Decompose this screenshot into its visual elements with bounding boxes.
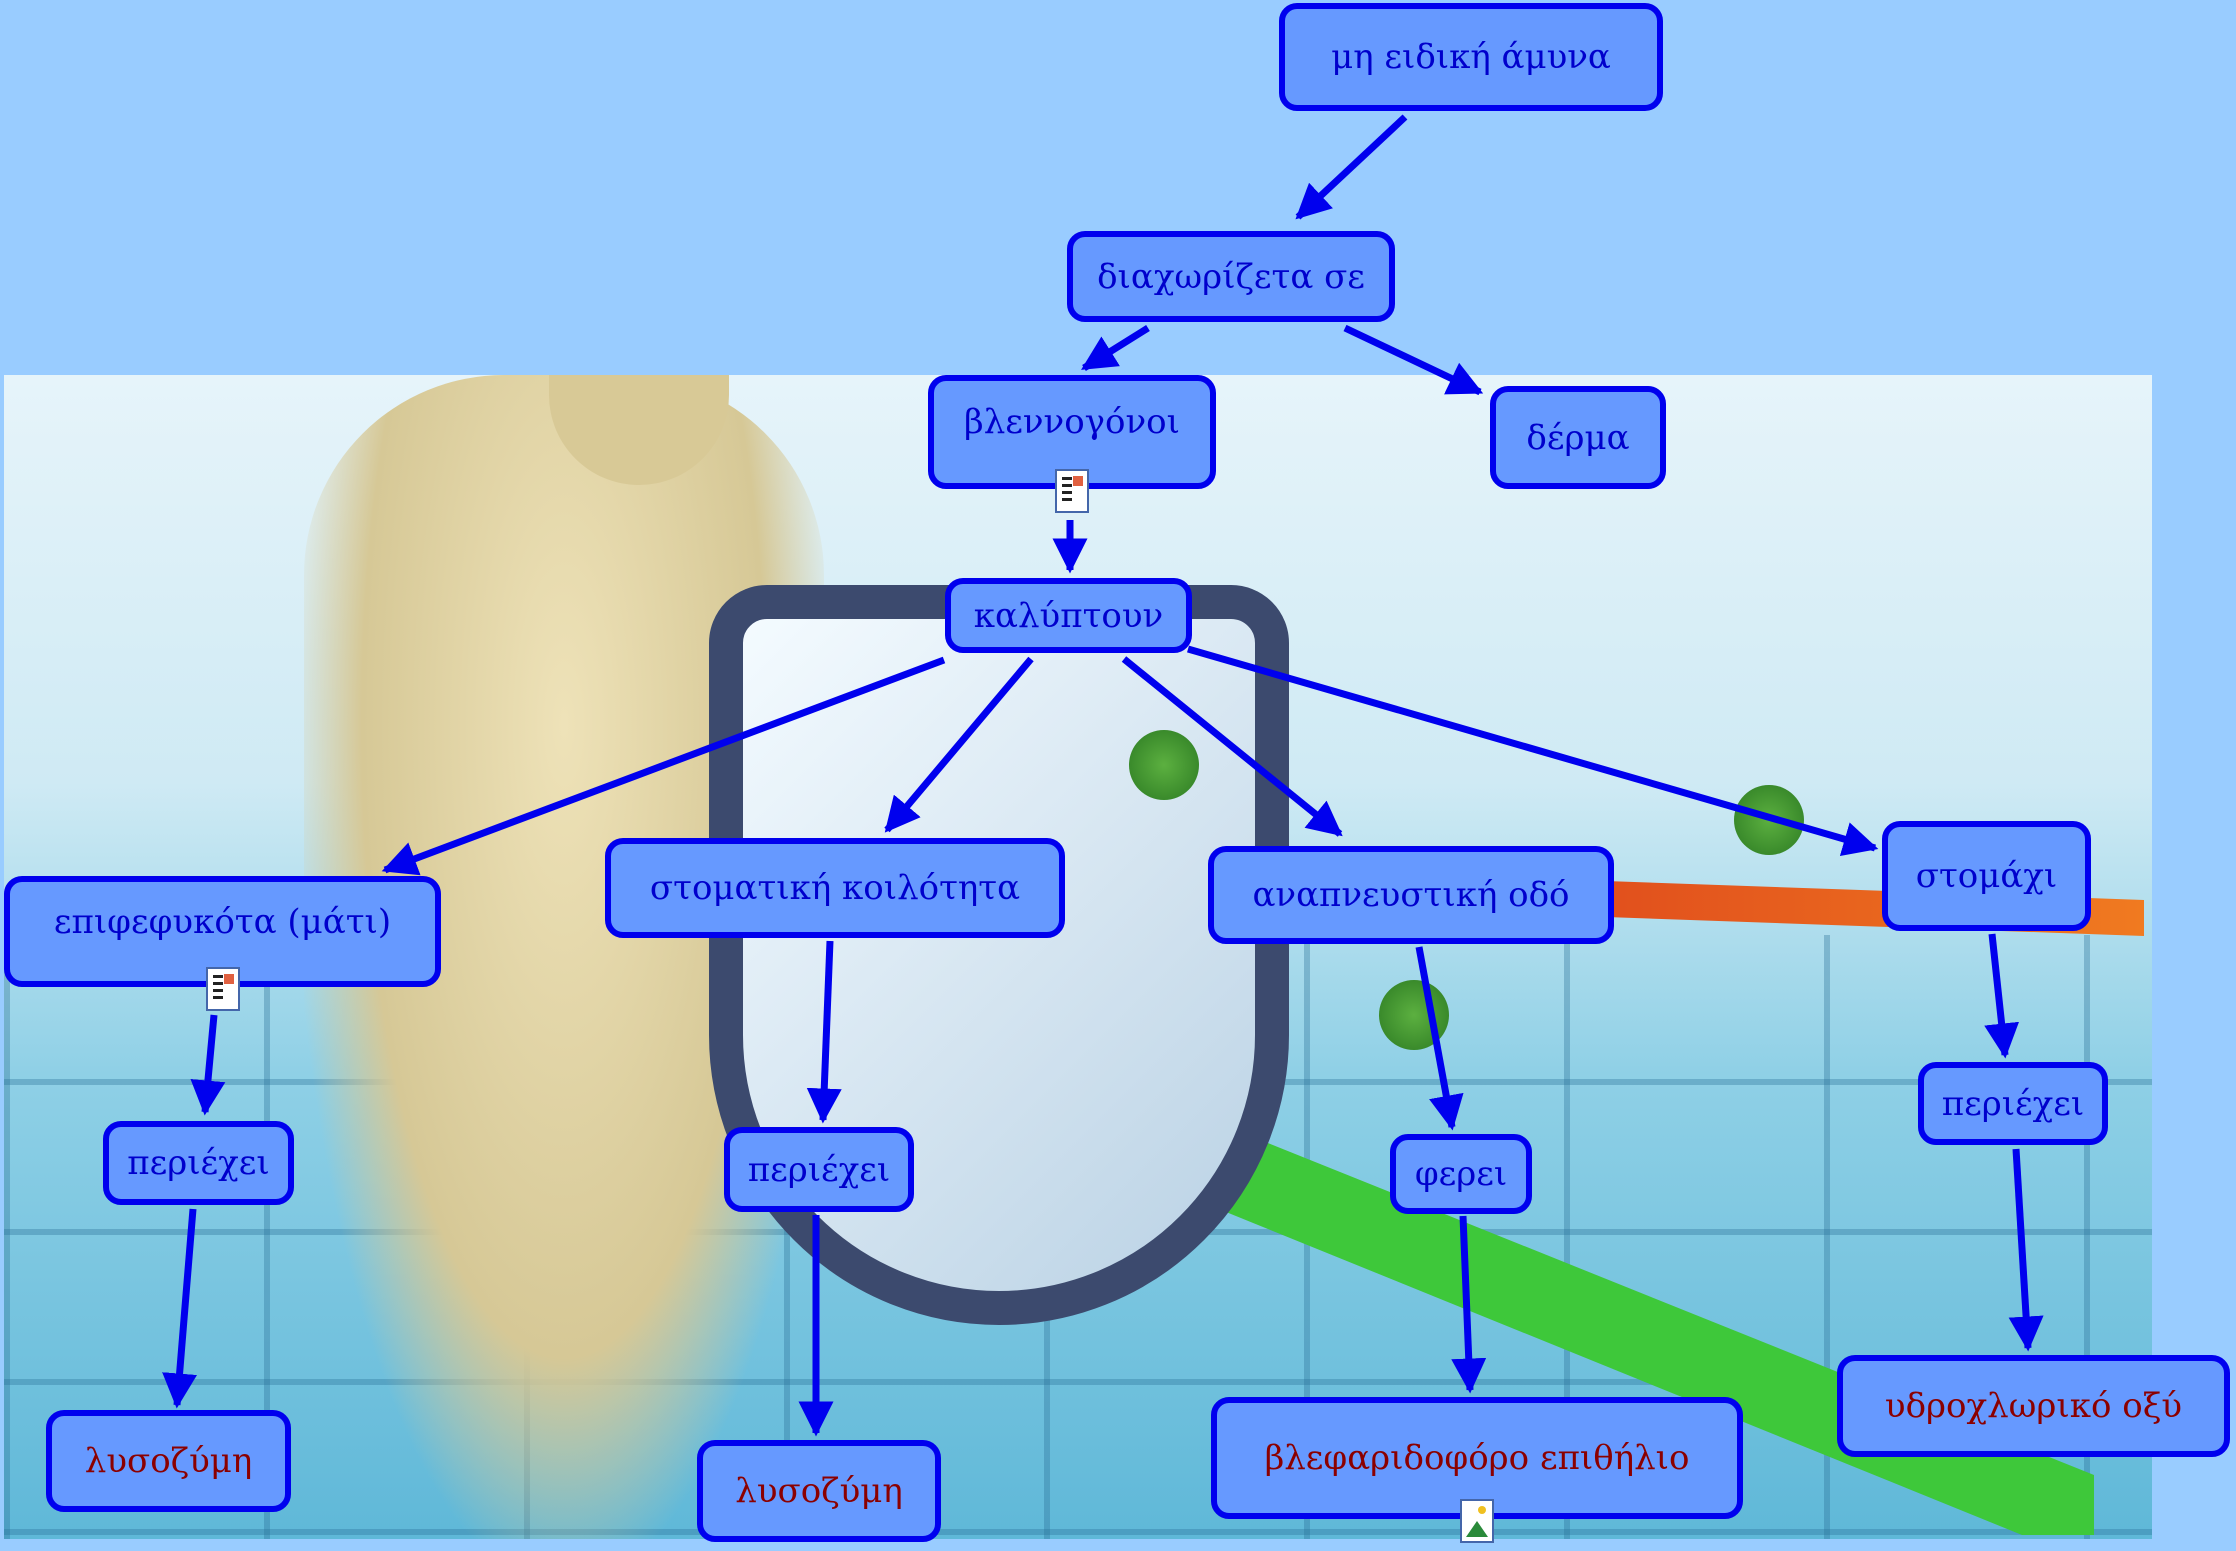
link-label: περιέχει xyxy=(1941,1083,2085,1124)
concept-lysozyme[interactable]: λυσοζύμη xyxy=(46,1410,291,1512)
concept-label: λυσοζύμη xyxy=(735,1471,903,1511)
concept-label: λυσοζύμη xyxy=(84,1441,253,1481)
concept-label: βλεφαριδοφόρο επιθήλιο xyxy=(1264,1438,1690,1478)
link-contains[interactable]: περιέχει xyxy=(103,1121,294,1205)
link-label: περιέχει xyxy=(747,1149,891,1190)
edge-contains-lysozyme xyxy=(162,1208,198,1409)
edge-cover-stomach xyxy=(1187,645,1879,857)
concept-hydrochloric-acid[interactable]: υδροχλωρικό οξύ xyxy=(1837,1355,2230,1457)
concept-skin[interactable]: δέρμα xyxy=(1490,386,1666,489)
edge-divided-skin xyxy=(1343,324,1484,396)
virus-graphic xyxy=(1129,730,1199,800)
concept-mucosa[interactable]: βλεννογόνοι xyxy=(928,375,1216,513)
concept-label: δέρμα xyxy=(1526,417,1630,458)
edge-conjunctiva-contains xyxy=(190,1014,226,1116)
edge-carries-ciliated xyxy=(1451,1215,1487,1394)
link-label: καλύπτουν xyxy=(973,595,1164,636)
concept-oral-cavity[interactable]: στοματική κοιλότητα xyxy=(605,838,1065,938)
edge-respiratory-carries xyxy=(1415,946,1464,1131)
edge-contains-hcl xyxy=(2008,1148,2044,1352)
concept-label: στομάχι xyxy=(1915,856,2058,896)
edge-cover-oral xyxy=(884,656,1034,833)
link-divided[interactable]: διαχωρίζετα σε xyxy=(1067,231,1395,322)
edge-divided-mucosa xyxy=(1081,325,1150,371)
concept-label: υδροχλωρικό οξύ xyxy=(1884,1386,2183,1426)
concept-respiratory-tract[interactable]: αναπνευστική οδό xyxy=(1208,846,1614,944)
link-label: περιέχει xyxy=(127,1143,270,1183)
link-contains[interactable]: περιέχει xyxy=(724,1127,914,1212)
link-label: φερει xyxy=(1414,1154,1508,1194)
concept-stomach[interactable]: στομάχι xyxy=(1882,821,2091,931)
image-icon[interactable] xyxy=(1460,1499,1494,1543)
concept-label: επιφεφυκότα (μάτι) xyxy=(53,901,392,942)
concept-lysozyme[interactable]: λυσοζύμη xyxy=(697,1440,941,1542)
link-carries[interactable]: φερει xyxy=(1390,1134,1532,1214)
edge-root-divided xyxy=(1295,114,1408,220)
concept-label: στοματική κοιλότητα xyxy=(649,868,1021,908)
concept-label: βλεννογόνοι xyxy=(964,402,1180,442)
concept-label: αναπνευστική οδό xyxy=(1252,875,1570,915)
concept-ciliated-epithelium[interactable]: βλεφαριδοφόρο επιθήλιο xyxy=(1211,1397,1743,1543)
edge-stomach-contains xyxy=(1984,933,2020,1059)
edge-cover-conjunctiva xyxy=(381,656,946,876)
concept-root[interactable]: μη ειδική άμυνα xyxy=(1279,3,1663,111)
document-icon[interactable] xyxy=(205,967,240,1011)
concept-conjunctiva[interactable]: επιφεφυκότα (μάτι) xyxy=(4,876,441,1011)
document-icon[interactable] xyxy=(1055,469,1089,513)
link-contains[interactable]: περιέχει xyxy=(1918,1062,2108,1145)
link-cover[interactable]: καλύπτουν xyxy=(945,578,1192,653)
link-label: διαχωρίζετα σε xyxy=(1097,256,1365,297)
edge-oral-contains xyxy=(806,940,842,1124)
edge-cover-respiratory xyxy=(1121,656,1343,837)
concept-label: μη ειδική άμυνα xyxy=(1331,37,1611,77)
